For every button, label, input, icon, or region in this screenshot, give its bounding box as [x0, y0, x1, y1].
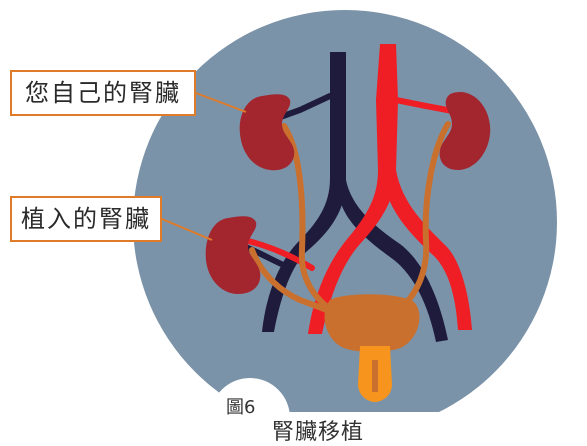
- figure-number: 圖6: [226, 393, 255, 419]
- label-transplanted-kidney: 植入的腎臟: [10, 196, 162, 242]
- bladder: [325, 294, 420, 352]
- urethra-inner: [372, 360, 378, 392]
- figure-caption: 腎臟移植: [272, 414, 364, 446]
- label-own-kidney: 您自己的腎臟: [10, 70, 196, 116]
